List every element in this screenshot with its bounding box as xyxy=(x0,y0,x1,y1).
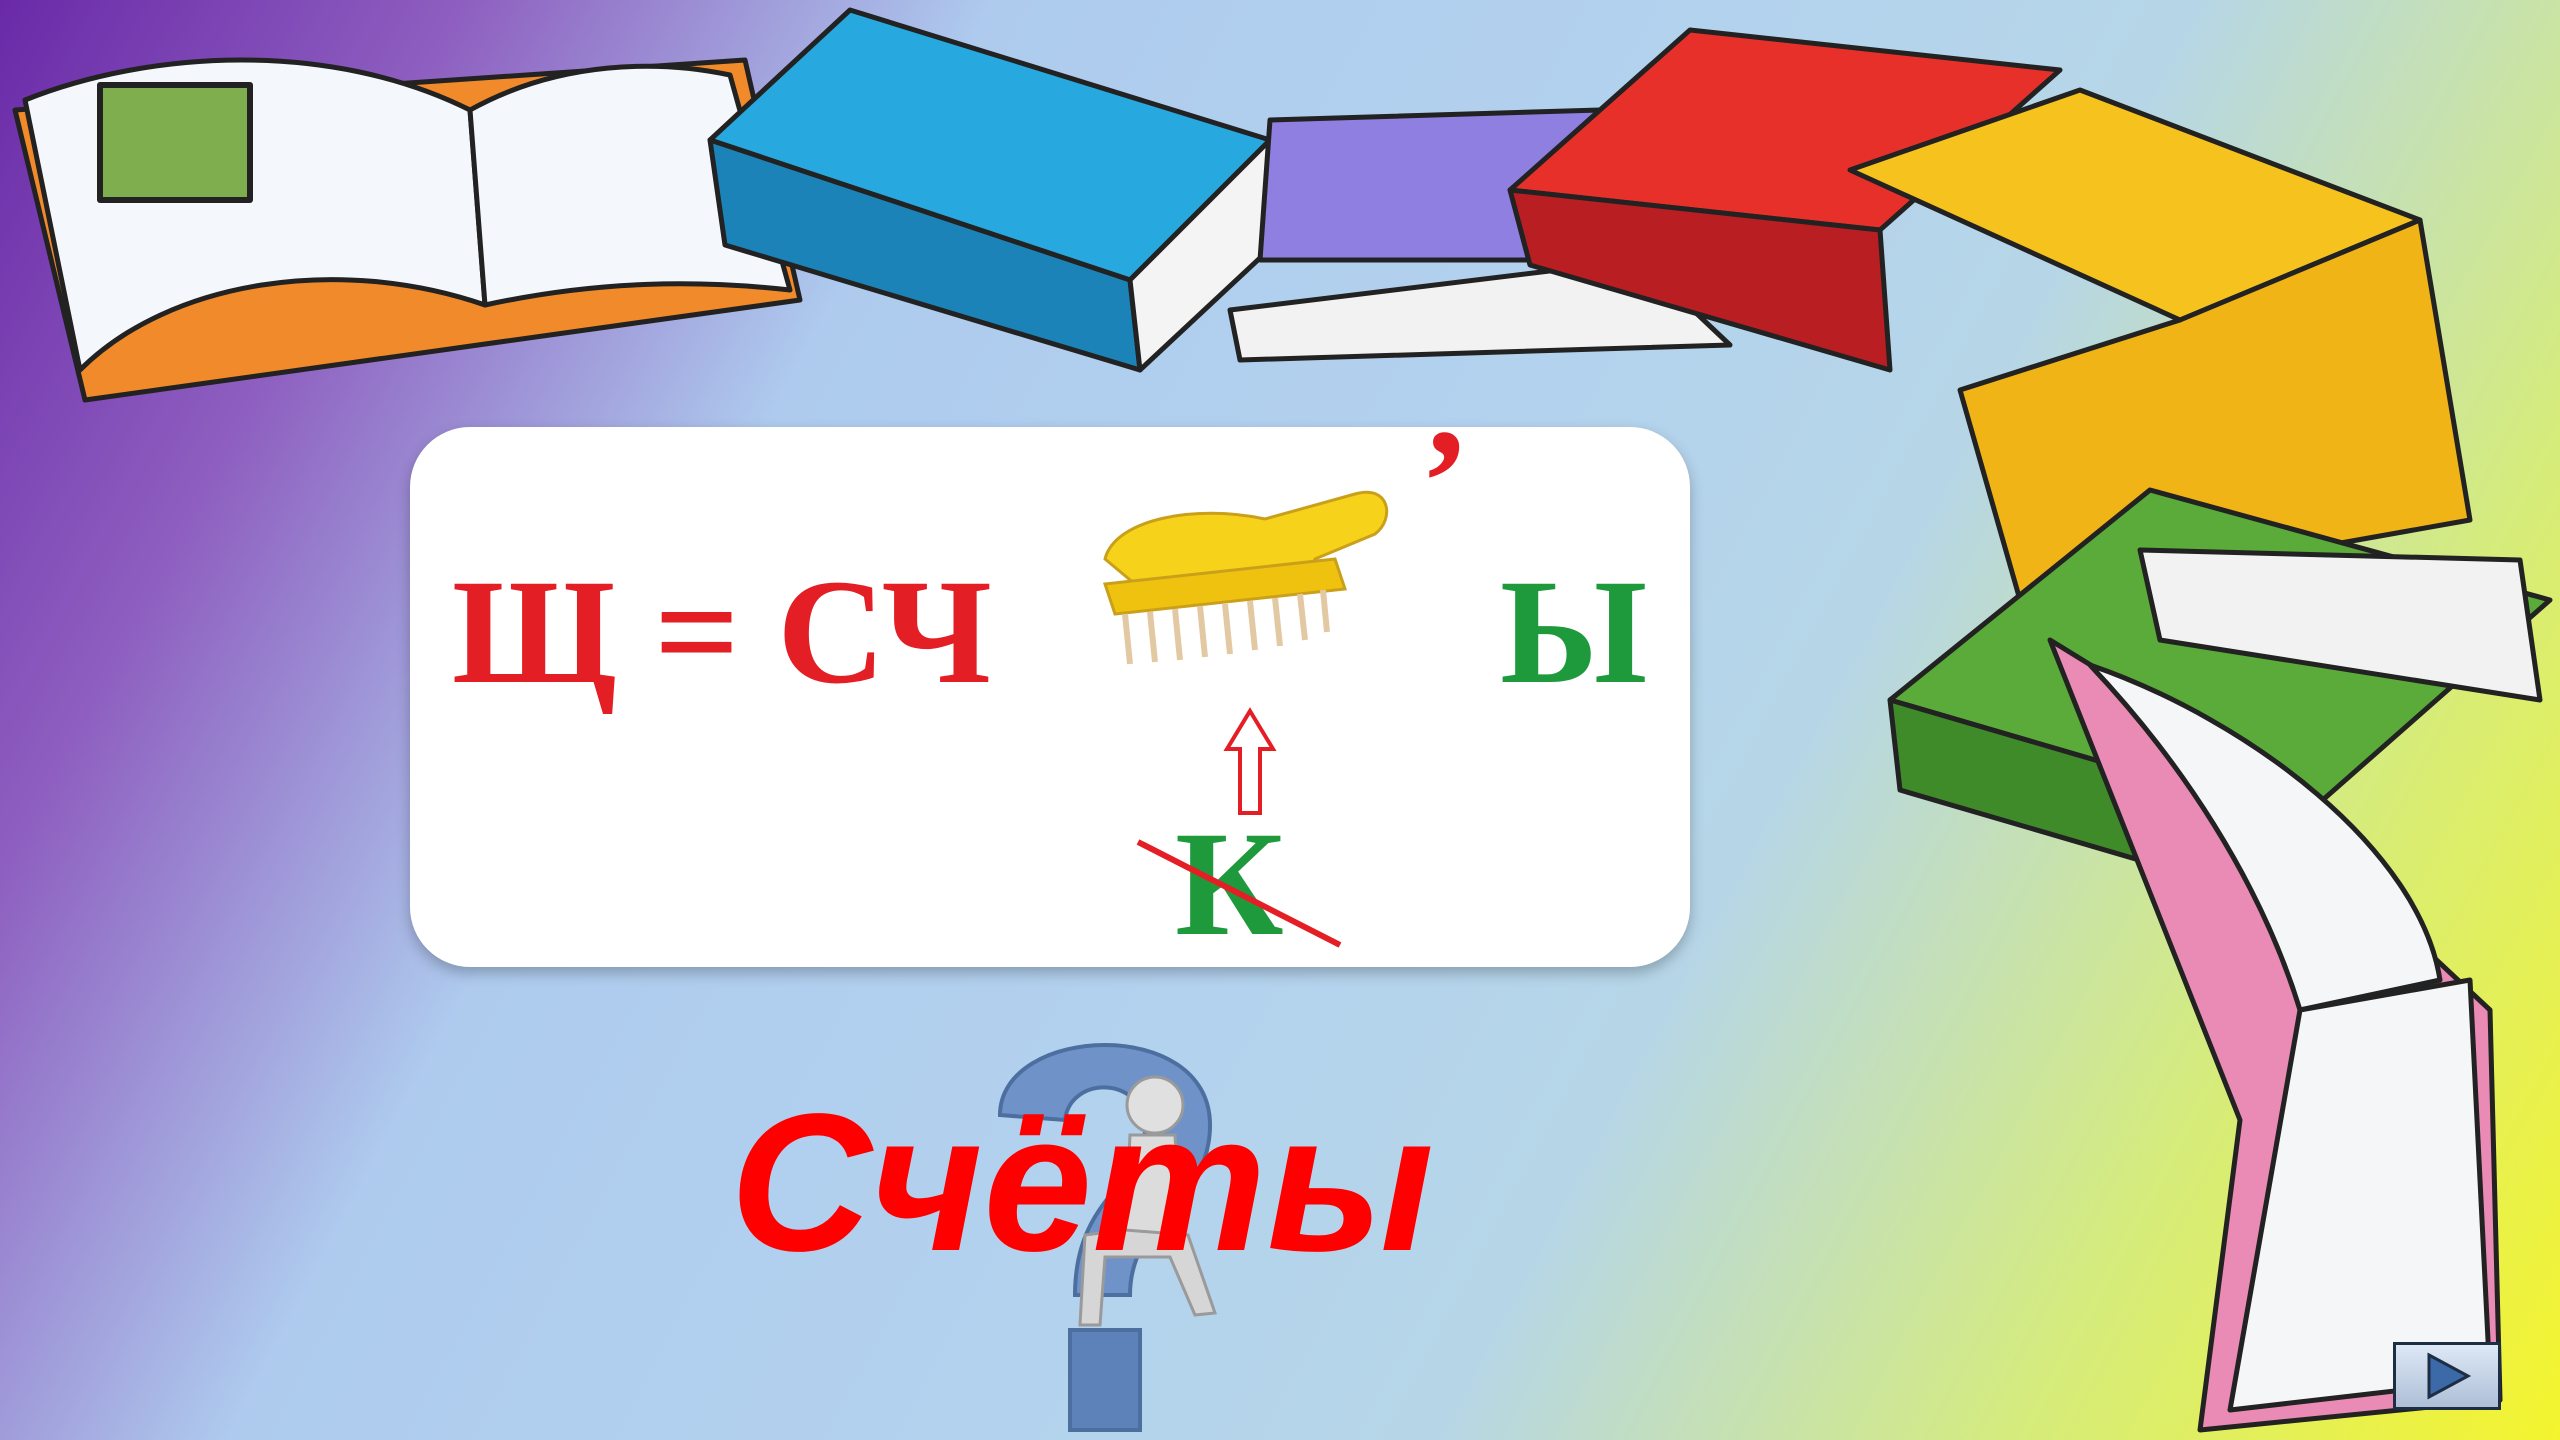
play-triangle-icon xyxy=(2427,1352,2472,1400)
answer-word: Счёты xyxy=(730,1073,1434,1292)
strike-line xyxy=(1136,839,1342,948)
arrow-up-icon xyxy=(1223,707,1277,815)
rebus-card: Щ = СЧ ’ Ы К xyxy=(410,407,1690,967)
rebus-tail-text: Ы xyxy=(1500,549,1648,715)
open-book-right-page xyxy=(467,63,793,308)
rebus-removed-letter: К xyxy=(1175,801,1284,967)
red-book-spine xyxy=(1507,187,1893,373)
yellow-book-side xyxy=(1957,217,2473,603)
rebus-equation-text: Щ = СЧ xyxy=(452,549,992,715)
open-book-picture xyxy=(97,82,253,203)
pink-book-page-top xyxy=(2087,662,2443,1013)
green-book-pages xyxy=(2137,547,2543,703)
brush-icon xyxy=(1102,490,1389,665)
rebus-comma: ’ xyxy=(1420,399,1470,565)
question-mark-figure-illustration xyxy=(997,1043,1218,1432)
next-slide-button[interactable] xyxy=(2393,1342,2501,1410)
